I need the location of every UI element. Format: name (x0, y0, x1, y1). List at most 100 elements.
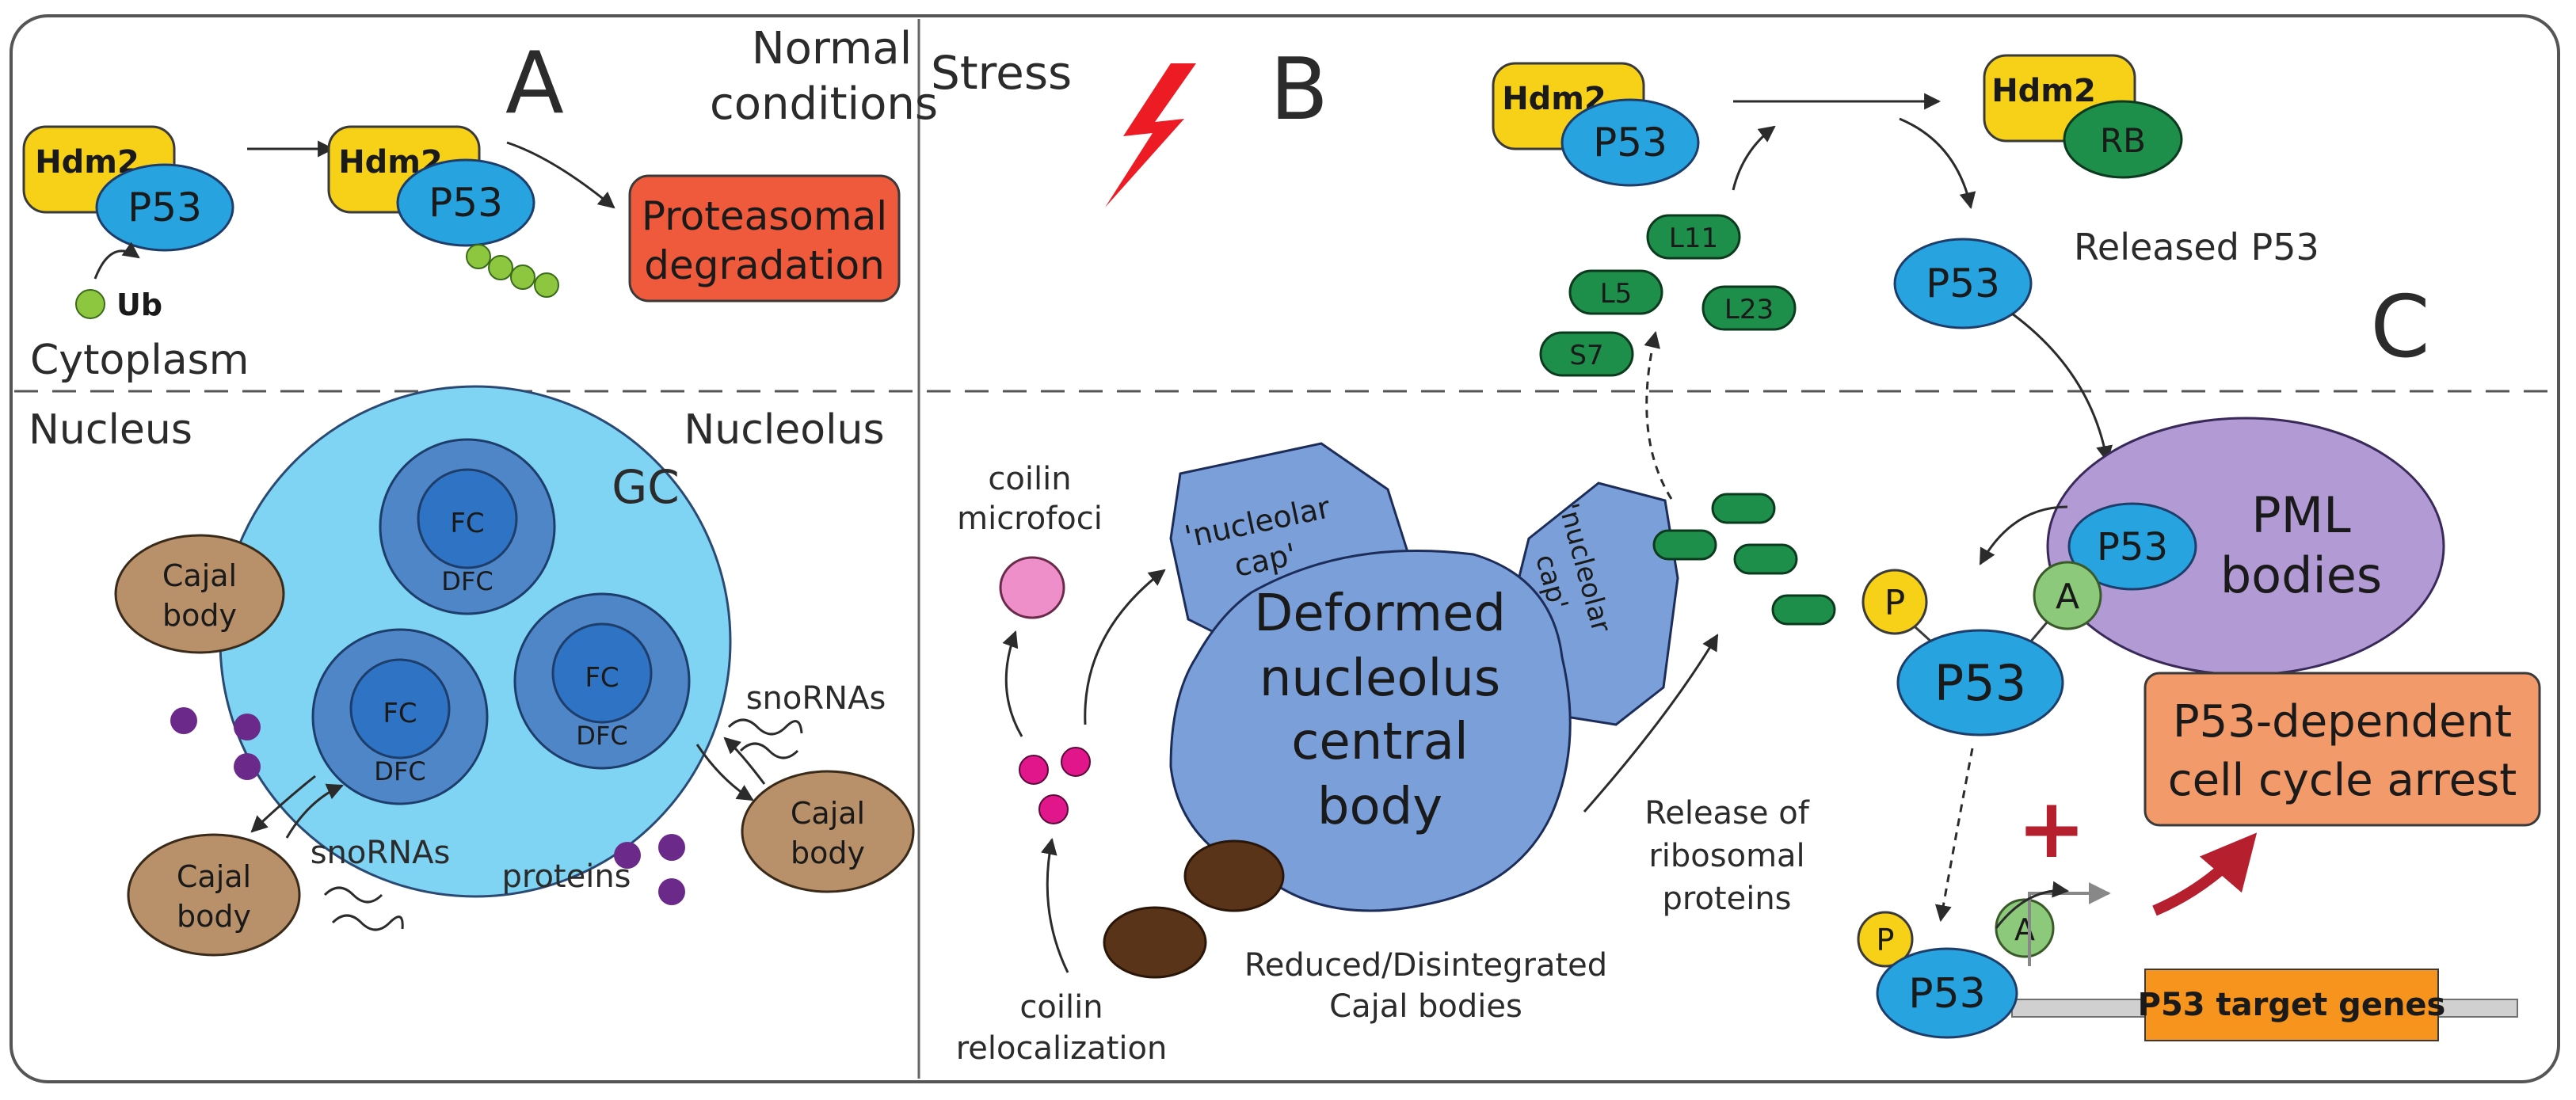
arrow-rp-binding (1732, 125, 1776, 191)
protein-dots-right (614, 834, 685, 905)
stress-label: Stress (931, 46, 1072, 100)
acetylation-label: A (2014, 912, 2035, 947)
ubiquitin-dot (75, 289, 105, 319)
deformed-line4: body (1317, 778, 1442, 836)
normal-conditions-line2: conditions (710, 78, 938, 130)
arrow-to-dna (1934, 748, 1974, 923)
rb-molecule (2063, 100, 2183, 179)
target-genes-label: P53 target genes (2138, 987, 2446, 1023)
acetylation-label: A (2056, 577, 2079, 617)
svg-text:Cajal: Cajal (177, 859, 251, 894)
gc-label: GC (612, 460, 679, 514)
cytoplasm-label: Cytoplasm (30, 337, 249, 384)
fibrillar-center-3: FC DFC (513, 592, 691, 770)
cajal-body-upper: Cajal body (114, 534, 285, 654)
proteins-label: proteins (501, 858, 631, 895)
nucleolus-label: Nucleolus (684, 406, 884, 454)
svg-text:DFC: DFC (441, 566, 493, 596)
released-ribosomal-proteins (1652, 493, 1836, 626)
p53-label: P53 (128, 185, 202, 230)
disintegrated-cajal-body (1103, 906, 1207, 979)
arrest-line1: P53-dependent (2173, 696, 2512, 748)
released-p53-symbol: P53 (1926, 261, 2000, 306)
snornas-label-right: snoRNAs (746, 680, 886, 717)
pml-line2: bodies (2220, 546, 2382, 604)
target-genes-box (2144, 969, 2439, 1041)
arrow-to-cell-cycle-arrest (2152, 832, 2258, 916)
ribosomal-protein-l23: L23 (1701, 285, 1797, 331)
fibrillar-center-2: FC DFC (311, 628, 489, 805)
activation-plus: + (2017, 780, 2086, 877)
p53-molecule (1560, 98, 1700, 187)
cell-cycle-arrest-box (2143, 672, 2541, 827)
nucleus-label: Nucleus (29, 406, 192, 454)
phosphorylation-label: P (1877, 923, 1895, 957)
snorna-squiggle (739, 742, 799, 759)
coilin-microfoci-line1: coilin (988, 461, 1071, 497)
rb-label: RB (2100, 121, 2146, 160)
svg-text:L11: L11 (1669, 223, 1718, 254)
protein-dots-left (170, 707, 261, 780)
deformed-nucleolus-central-body (1169, 549, 1572, 912)
coilin-reloc-line2: relocalization (956, 1030, 1168, 1067)
svg-text:Cajal: Cajal (791, 796, 865, 831)
released-p53-label: Released P53 (2074, 226, 2319, 268)
coilin-reloc-line1: coilin (1019, 989, 1103, 1026)
modified-p53-label: P53 (1934, 654, 2026, 712)
arrow-from-pml (1979, 505, 2068, 565)
acetylation-mark (2033, 561, 2102, 630)
p53-label: P53 (1593, 120, 1667, 166)
svg-text:DFC: DFC (576, 721, 627, 751)
phosphorylation-mark (1862, 569, 1928, 635)
ub-label: Ub (116, 287, 162, 322)
deformed-line3: central (1291, 713, 1469, 771)
p53-label: P53 (429, 180, 503, 226)
ubiquitination-arrow (93, 242, 140, 280)
p53-in-pml (2067, 502, 2197, 591)
panel-label-a: A (505, 34, 564, 133)
arrow-to-pml (2011, 312, 2113, 463)
panel-label-b: B (1270, 40, 1328, 139)
release-line2: ribosomal (1648, 838, 1804, 874)
svg-text:body: body (177, 899, 251, 934)
reduced-cajal-line2: Cajal bodies (1329, 988, 1522, 1025)
arrow-to-nucleolar-cap (1084, 569, 1166, 725)
proteasomal-degradation-box (628, 174, 901, 303)
dna-bound-p53-label: P53 (1908, 970, 1986, 1018)
arrow-to-microfoci (1002, 630, 1023, 737)
transcription-start-arrow (2028, 882, 2111, 966)
snorna-squiggle (323, 886, 383, 904)
modified-p53 (1896, 629, 2064, 737)
release-line3: proteins (1662, 881, 1791, 917)
svg-text:L5: L5 (1600, 278, 1633, 310)
svg-text:S7: S7 (1569, 340, 1603, 371)
ribosomal-protein-l11: L11 (1646, 214, 1741, 260)
snorna-squiggle (727, 718, 803, 736)
proteasomal-line2: degradation (644, 242, 885, 288)
svg-text:body: body (791, 835, 865, 870)
snornas-label-left: snoRNAs (311, 835, 451, 871)
reduced-cajal-line1: Reduced/Disintegrated (1244, 947, 1607, 984)
fibrillar-center-1: FC DFC (379, 438, 556, 615)
disintegrated-cajal-body (1183, 839, 1285, 912)
arrow-p53-to-promoter (1995, 881, 2070, 929)
svg-text:FC: FC (383, 698, 417, 729)
arrow-cajal-exchange (285, 783, 344, 839)
phosphorylation-label: P (1884, 583, 1906, 623)
coilin-microfocus (999, 556, 1065, 619)
phosphorylation-mark (1857, 911, 1914, 968)
snorna-squiggle (331, 914, 404, 931)
arrest-line2: cell cycle arrest (2168, 755, 2517, 806)
svg-text:Cajal: Cajal (162, 558, 237, 593)
arrow-cajal-exchange (723, 737, 766, 785)
panel-label-c: C (2370, 278, 2429, 377)
p53-molecule (396, 158, 535, 247)
svg-text:FC: FC (450, 508, 484, 539)
arrow-ribosomal-release-up (1644, 330, 1673, 500)
arrow-cajal-exchange (250, 775, 316, 833)
svg-text:body: body (162, 598, 237, 633)
release-line1: Release of (1644, 795, 1809, 832)
ribosomal-protein-l5: L5 (1568, 269, 1663, 315)
